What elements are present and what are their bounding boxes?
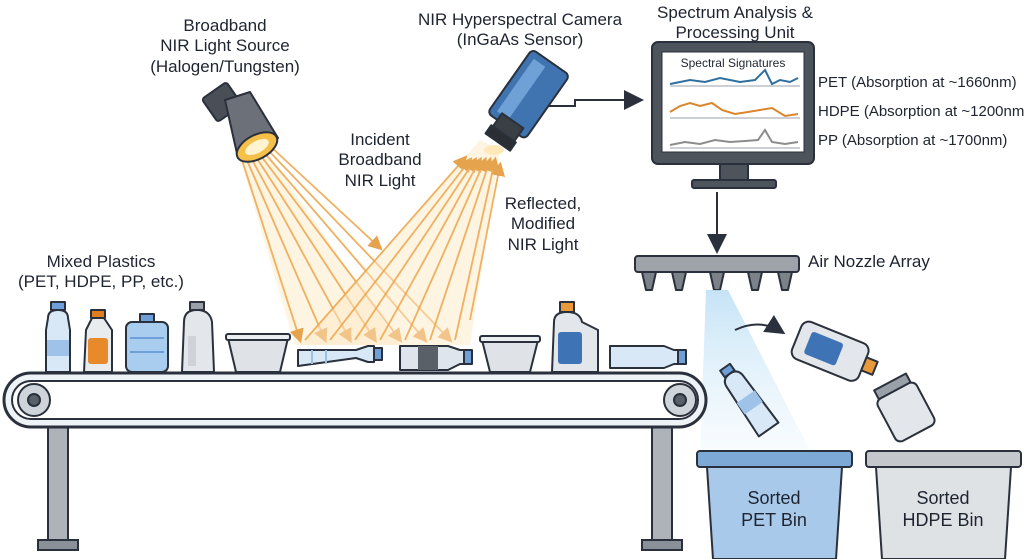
- light-source-label-line2: NIR Light Source: [160, 36, 290, 56]
- blue-jug-item: [125, 313, 169, 373]
- camera-label-line1: NIR Hyperspectral Camera: [417, 10, 623, 29]
- lying-labeled-bottle-item: [399, 345, 473, 371]
- data-link-arrow: [548, 90, 644, 110]
- spectral-signatures-title: Spectral Signatures: [680, 56, 786, 70]
- hdpe-bin-label-line2: HDPE Bin: [902, 509, 984, 530]
- clear-tray-item: [225, 333, 291, 373]
- sorted-hdpe-bin: [865, 450, 1022, 559]
- labeled-jug-item: [551, 301, 599, 373]
- reflected-light-label: Reflected, Modified NIR Light: [478, 194, 608, 255]
- hdpe-signature-label: HDPE (Absorption at ~1200nm): [818, 103, 1024, 120]
- camera-label-line2: (InGaAs Sensor): [456, 30, 584, 50]
- camera-label: NIR Hyperspectral Camera (InGaAs Sensor): [405, 10, 635, 51]
- pet-bin-label-line2: PET Bin: [741, 509, 807, 530]
- water-bottle-item: [45, 301, 71, 373]
- deflection-arrow: [734, 314, 786, 335]
- light-source-label-line1: Broadband: [183, 16, 267, 35]
- pet-bin-label-line1: Sorted: [747, 488, 801, 508]
- clear-tray-item-2: [479, 335, 541, 373]
- pet-bin-label: Sorted PET Bin: [714, 488, 834, 531]
- light-source-label-line3: (Halogen/Tungsten): [150, 56, 300, 76]
- reflected-light-beams: [300, 140, 506, 345]
- hdpe-signature-curve: [669, 101, 799, 118]
- deflected-hdpe-container: [873, 372, 936, 443]
- detergent-bottle-item: [83, 309, 113, 373]
- air-jet: [700, 290, 812, 455]
- lying-pet-bottle-item: [297, 345, 383, 367]
- air-nozzle-label: Air Nozzle Array: [808, 252, 930, 271]
- reflected-light-label-line1: Reflected,: [504, 194, 582, 213]
- processing-unit-label-line2: Processing Unit: [675, 23, 795, 43]
- hdpe-bin-label: Sorted HDPE Bin: [883, 488, 1003, 531]
- air-nozzle-array: [634, 255, 800, 291]
- hdpe-bin-label-line1: Sorted: [916, 488, 970, 508]
- mixed-plastics-label-line2: (PET, HDPE, PP, etc.): [18, 272, 184, 292]
- processing-unit-label-line1: Spectrum Analysis &: [657, 3, 813, 22]
- pp-signature-curve: [669, 128, 799, 146]
- processing-unit-label: Spectrum Analysis & Processing Unit: [640, 3, 830, 44]
- reflected-light-label-line2: Modified: [510, 214, 576, 234]
- mixed-plastic-items: [45, 301, 687, 373]
- mixed-plastics-label-line1: Mixed Plastics: [46, 252, 156, 271]
- mixed-plastics-label: Mixed Plastics (PET, HDPE, PP, etc.): [6, 252, 196, 293]
- reflected-light-label-line3: NIR Light: [507, 234, 579, 254]
- sorted-pet-bin: [696, 450, 853, 559]
- pet-signature-curve: [669, 68, 799, 86]
- incident-light-beams: [240, 145, 453, 345]
- incident-light-label-line3: NIR Light: [344, 170, 416, 190]
- deflected-hdpe-jug: [790, 320, 879, 382]
- light-source-label: Broadband NIR Light Source (Halogen/Tung…: [130, 16, 320, 77]
- conveyor-belt: [2, 371, 708, 551]
- processing-monitor: [651, 41, 815, 189]
- pet-signature-label: PET (Absorption at ~1660nm): [818, 74, 1017, 91]
- nir-light-source: [201, 82, 279, 163]
- nir-hyperspectral-camera: [484, 50, 569, 155]
- lying-bottle-item-3: [609, 345, 687, 369]
- incident-light-label-line1: Incident: [350, 130, 410, 149]
- incident-light-label: Incident Broadband NIR Light: [320, 130, 440, 191]
- pp-signature-label: PP (Absorption at ~1700nm): [818, 132, 1008, 149]
- incident-light-label-line2: Broadband: [338, 150, 422, 170]
- milk-jug-item: [181, 301, 215, 373]
- falling-pet-bottle: [719, 362, 780, 438]
